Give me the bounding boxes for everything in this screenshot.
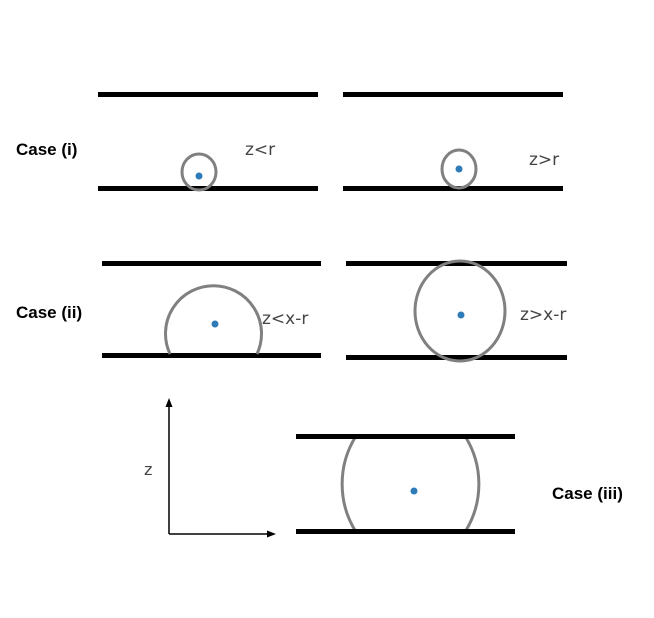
lower-wall (346, 355, 567, 360)
sphere-outline-right (463, 435, 481, 533)
sphere-outline (440, 148, 478, 190)
z-axis-label: z (144, 460, 152, 479)
lower-wall (296, 529, 515, 534)
sphere-outline (164, 284, 263, 355)
sphere-outline (180, 152, 218, 192)
panel-case-ii-right: z>x-r (346, 259, 567, 363)
upper-wall (296, 434, 515, 439)
center-dot (410, 487, 418, 495)
sphere-outline (413, 259, 507, 363)
lower-wall (102, 353, 321, 358)
condition-label: z>r (529, 150, 559, 170)
case-i-label: Case (i) (16, 140, 77, 159)
sphere-outline-left (340, 435, 358, 533)
upper-wall (98, 92, 318, 97)
arrow-right-icon (267, 530, 276, 538)
condition-label: z>x-r (520, 305, 566, 325)
center-dot (195, 172, 203, 180)
center-dot (211, 320, 219, 328)
case-iii-label: Case (iii) (552, 484, 623, 503)
center-dot (455, 165, 463, 173)
upper-wall (102, 261, 321, 266)
axis: z (144, 398, 276, 538)
condition-label: z<r (245, 140, 275, 160)
arrow-up-icon (165, 398, 173, 407)
panel-case-i-right: z>r (343, 92, 563, 191)
panel-case-i-left: z<r (98, 92, 318, 192)
panel-case-ii-left: z<x-r (102, 261, 321, 358)
case-ii-label: Case (ii) (16, 303, 82, 322)
lower-wall (343, 186, 563, 191)
upper-wall (343, 92, 563, 97)
center-dot (457, 311, 465, 319)
condition-label: z<x-r (262, 309, 308, 329)
panel-case-iii (296, 434, 515, 534)
upper-wall (346, 261, 567, 266)
